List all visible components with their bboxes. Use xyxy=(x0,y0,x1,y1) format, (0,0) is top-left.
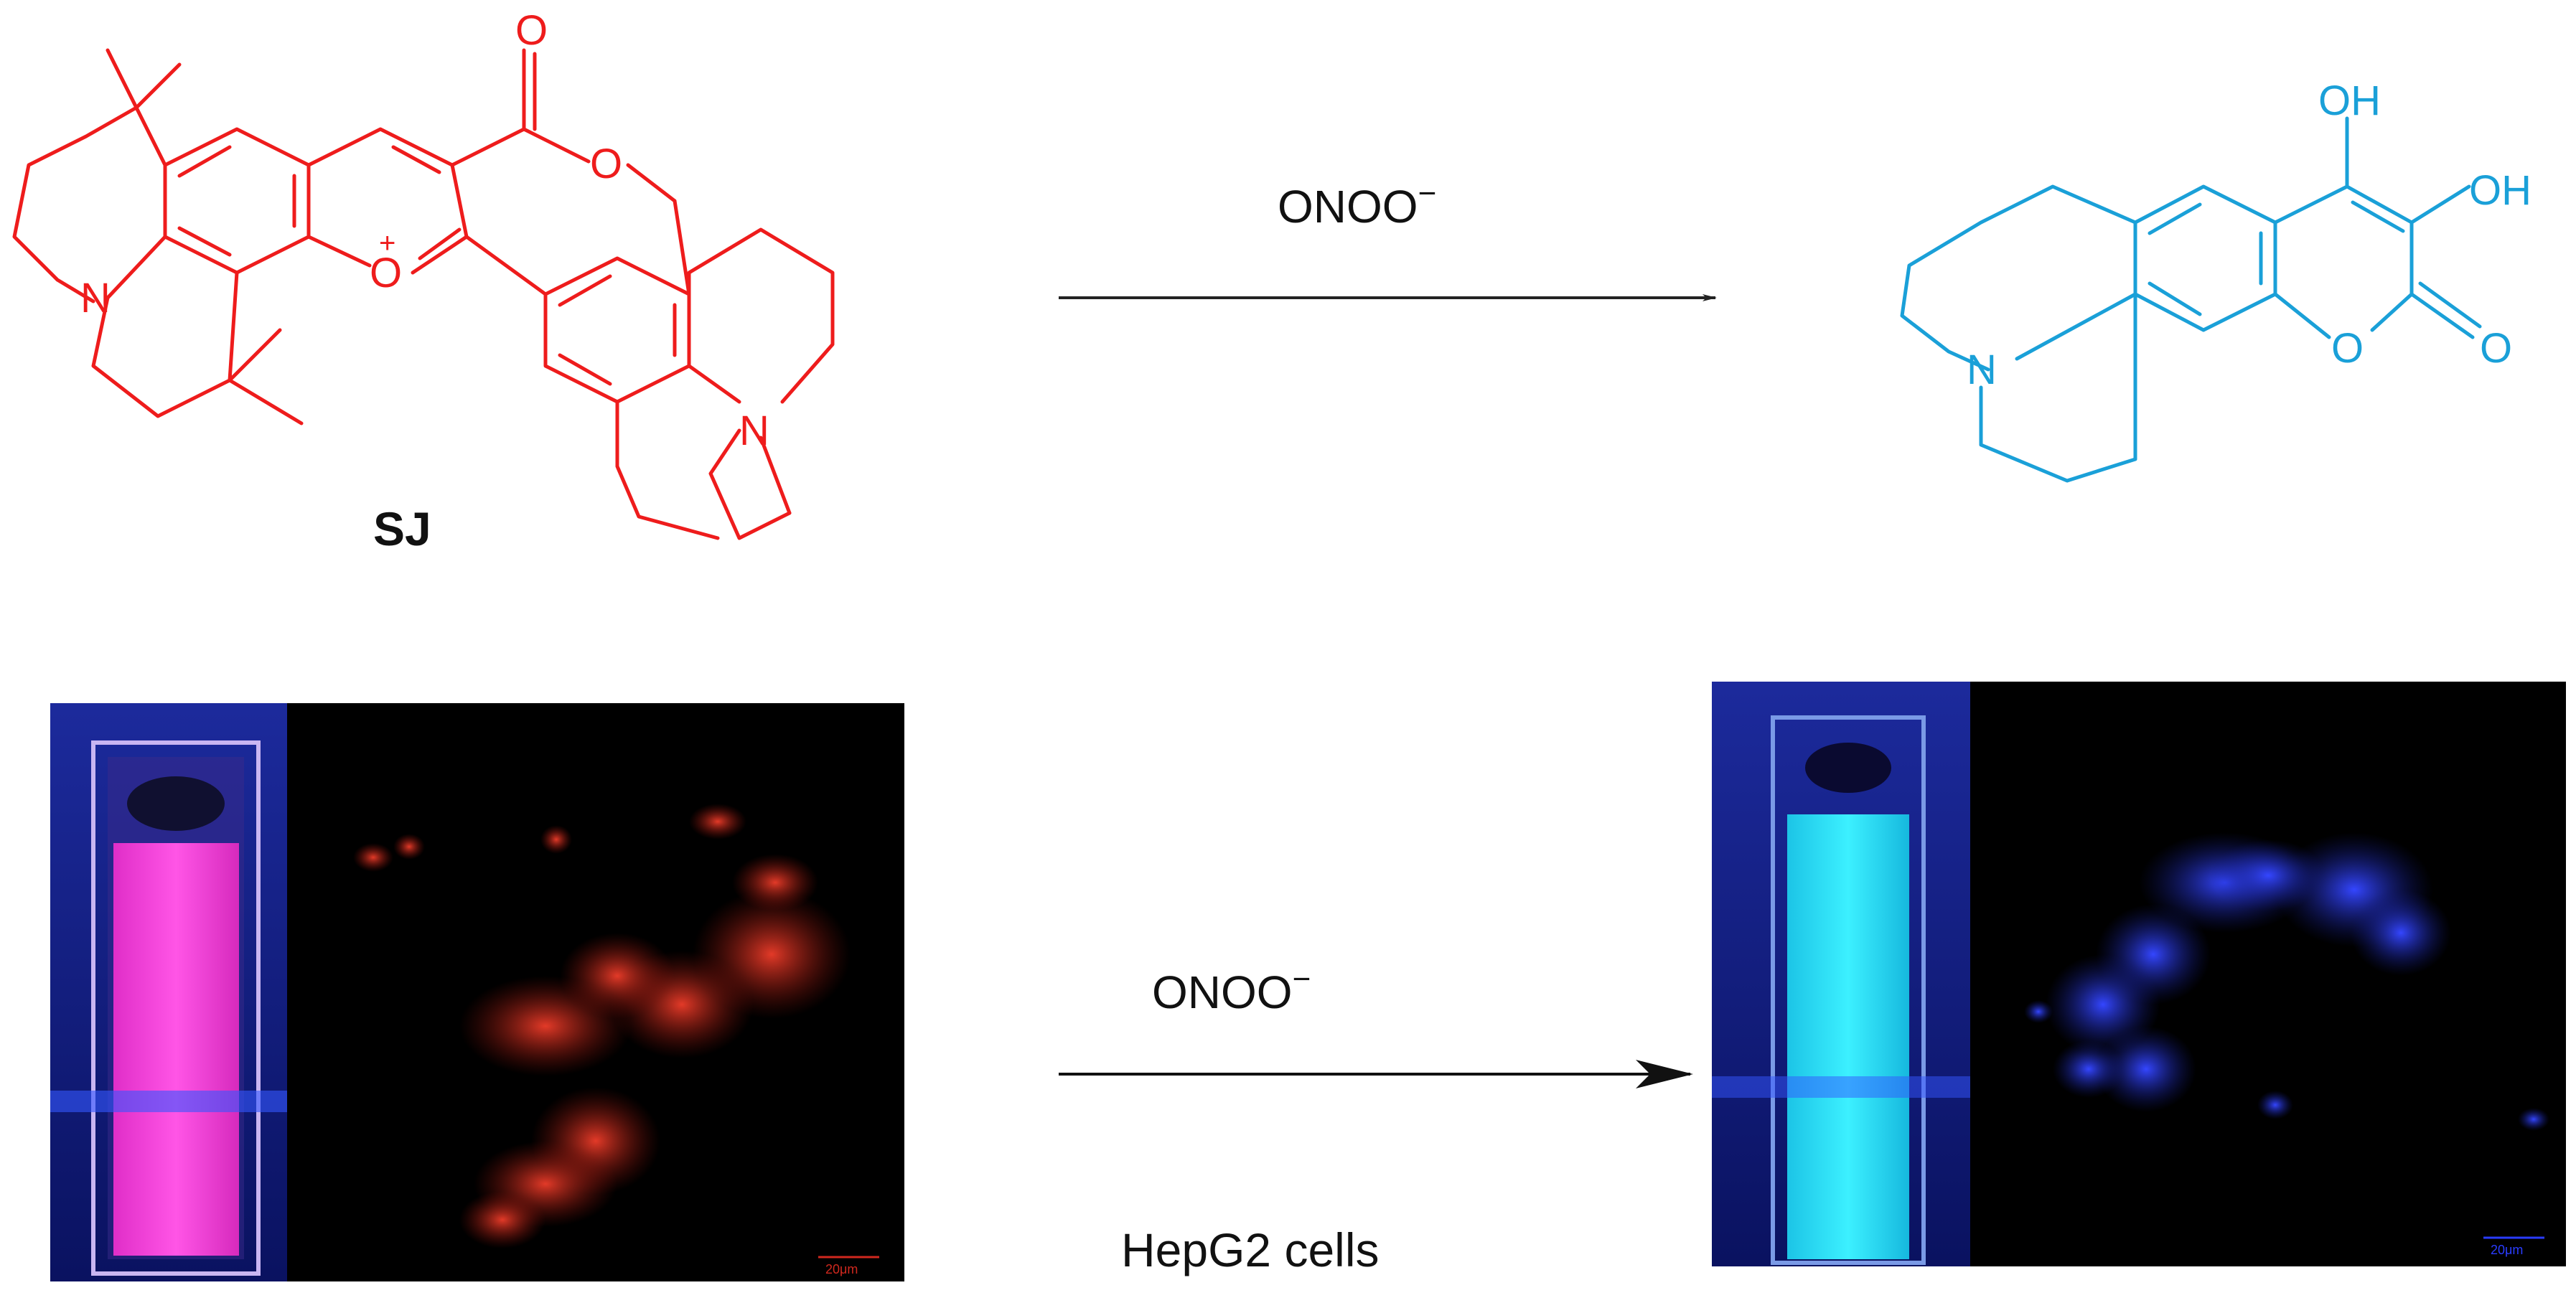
product-atom-labels: OH OH O O N xyxy=(1967,77,2531,393)
cuvette-cyan xyxy=(1787,814,1909,1259)
atom-oxonium-charge: + xyxy=(379,227,395,259)
blue-cell-cluster xyxy=(2024,832,2549,1131)
reactant-name-label: SJ xyxy=(373,502,431,555)
bottom-reagent-text: ONOO xyxy=(1152,966,1293,1018)
condition-label: HepG2 cells xyxy=(1121,1223,1380,1276)
scale-bar-before: 20μm xyxy=(825,1262,858,1276)
top-reagent-text: ONOO xyxy=(1278,181,1418,232)
product-structure xyxy=(1900,116,2482,483)
photo-after: 20μm xyxy=(1712,682,2566,1266)
atom-product-n: N xyxy=(1967,347,1997,393)
atom-ring-o: O xyxy=(590,141,622,187)
atom-carbonyl-o: O xyxy=(515,7,548,54)
bottom-reagent-charge: − xyxy=(1293,961,1311,997)
atom-oh-top: OH xyxy=(2318,77,2381,124)
atom-product-carbonyl-o: O xyxy=(2480,325,2512,372)
cuvette-pink xyxy=(113,843,239,1256)
red-cell-cluster xyxy=(353,804,851,1248)
atom-n-right: N xyxy=(739,408,769,454)
reactant-structure xyxy=(12,48,835,540)
atom-oh-right: OH xyxy=(2469,167,2531,214)
top-reagent-label: ONOO− xyxy=(1278,176,1436,232)
scale-bar-after: 20μm xyxy=(2491,1243,2523,1257)
reactant-atom-labels: O + O O N N xyxy=(80,7,769,454)
atom-oxonium: O xyxy=(370,250,402,296)
atom-n-left: N xyxy=(80,275,111,321)
bottom-reagent-label: ONOO− xyxy=(1152,961,1311,1018)
photo-before: 20μm xyxy=(50,703,904,1281)
top-reagent-charge: − xyxy=(1418,176,1437,211)
atom-product-ring-o: O xyxy=(2331,325,2364,372)
